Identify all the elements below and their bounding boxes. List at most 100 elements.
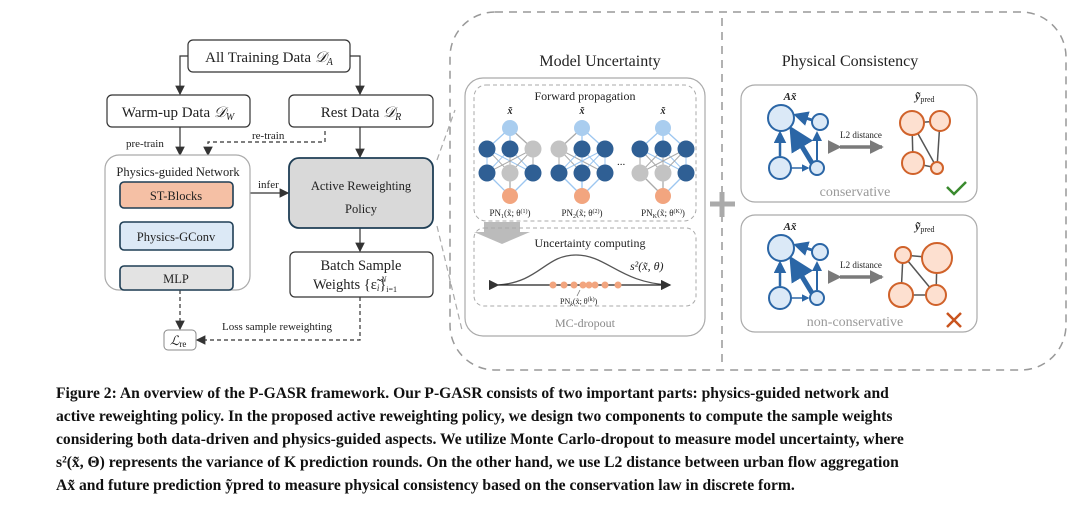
retrain-label: re-train [252,130,285,142]
physics-gconv-box [119,221,234,251]
sample-point [570,281,578,289]
physical-consistency-title: Physical Consistency [782,53,918,70]
loss-box [163,329,197,351]
input-node [502,120,518,136]
caption-line: considering both data-driven and physics… [56,431,904,448]
input-label: x̃ [507,106,514,117]
dropout-networks: x̃ PN1(x̃; θ(1)) x̃PN2(x̃; θ(2)) x̃ PNK(x̃; … [478,106,695,220]
sample-point [585,281,593,289]
sample-point [614,281,622,289]
variance-label: s²(x̃, θ) [630,259,663,273]
network-ellipsis: ... [617,156,626,168]
prediction-samples [549,281,622,289]
active-node [501,140,519,158]
flow-node [809,290,825,306]
infer-label: infer [258,179,279,191]
plus-icon [710,192,735,217]
all-training-data-box [187,39,351,73]
aggregation-label: Ax̃ [783,91,797,103]
active-node [573,164,591,182]
pretrain-label: pre-train [126,138,164,150]
mlp-label: MLP [163,272,189,286]
forward-propagation-box [473,84,697,222]
batch-label-line2: Weights {ε̃i}i=1N [313,275,397,294]
loss-symbol: ℒre [170,333,186,349]
active-node [550,164,568,182]
output-node [655,188,671,204]
st-blocks-box [119,181,234,209]
policy-label-line2: Policy [345,202,378,216]
uncertainty-computing-box [473,227,697,307]
active-node [573,140,591,158]
input-node [574,120,590,136]
dropout-network: x̃ PNK(x̃; θ(K)) [631,106,695,220]
prediction-node [925,284,947,306]
dropped-node [524,140,542,158]
flow-node [768,156,792,180]
dropped-node [654,164,672,182]
zoom-connector-lines [436,109,463,331]
physics-guided-network-title: Physics-guided Network [116,165,240,179]
warmup-data-box [106,94,251,128]
flow-node [811,243,829,261]
active-node [677,164,695,182]
flow-node [809,160,825,176]
warmup-data-label: Warm-up Data 𝒟W [122,105,236,123]
flow-node [768,286,792,310]
caption-line: active reweighting policy. In the propos… [56,408,893,425]
sample-label: PNk(x̃; θ(k)) [560,296,598,308]
dropout-network: x̃PN2(x̃; θ(2)) [550,106,614,220]
framework-diagram: All Training Data 𝒟A Warm-up Data 𝒟W Res… [104,11,1067,371]
forward-propagation-title: Forward propagation [535,89,636,103]
sample-point [549,281,557,289]
caption-line: s²(x̃, Θ) represents the variance of K p… [56,454,899,471]
active-node [654,140,672,158]
physics-gconv-label: Physics-GConv [137,230,216,244]
active-node [478,164,496,182]
check-icon [946,181,967,196]
flow-node [811,113,829,131]
input-node [655,120,671,136]
rest-data-box [288,94,434,128]
network-label: PN2(x̃; θ(2)) [561,208,602,220]
policy-label-line1: Active Reweighting [311,179,412,193]
prediction-label: ỹpred [913,89,935,104]
active-node [596,164,614,182]
active-reweighting-detail-panel [449,11,1067,371]
prediction-node [888,282,914,308]
l2-distance-label: L2 distance [840,260,882,270]
dropped-node [550,140,568,158]
loss-sample-reweighting-label: Loss sample reweighting [222,321,332,333]
active-node [478,140,496,158]
dropped-node [501,164,519,182]
sample-point [591,281,599,289]
prediction-node [894,246,912,264]
flow-node [767,234,795,262]
sample-point [601,281,609,289]
caption-line: Figure 2: An overview of the P-GASR fram… [56,385,889,402]
network-label: PNK(x̃; θ(K)) [641,208,685,220]
distribution-curve [497,254,671,286]
prediction-node [929,110,951,132]
model-uncertainty-title: Model Uncertainty [539,53,660,70]
input-label: x̃ [660,106,667,117]
network-label: PN1(x̃; θ(1)) [489,208,530,220]
active-node [677,140,695,158]
all-training-data-label: All Training Data 𝒟A [205,50,334,68]
prediction-node [930,161,944,175]
dropped-node [631,164,649,182]
active-node [524,164,542,182]
verdict-label: conservative [820,185,891,200]
verdict-label: non-conservative [807,315,903,330]
prediction-node [899,110,925,136]
prediction-node [901,151,925,175]
st-blocks-label: ST-Blocks [150,189,202,203]
sample-point [579,281,587,289]
output-node [502,188,518,204]
mc-dropout-label: MC-dropout [555,316,616,330]
caption-line: Ax̃ and future prediction ỹpred to measu… [56,477,795,494]
rest-data-label: Rest Data 𝒟R [321,105,402,123]
batch-label-line1: Batch Sample [321,258,402,274]
